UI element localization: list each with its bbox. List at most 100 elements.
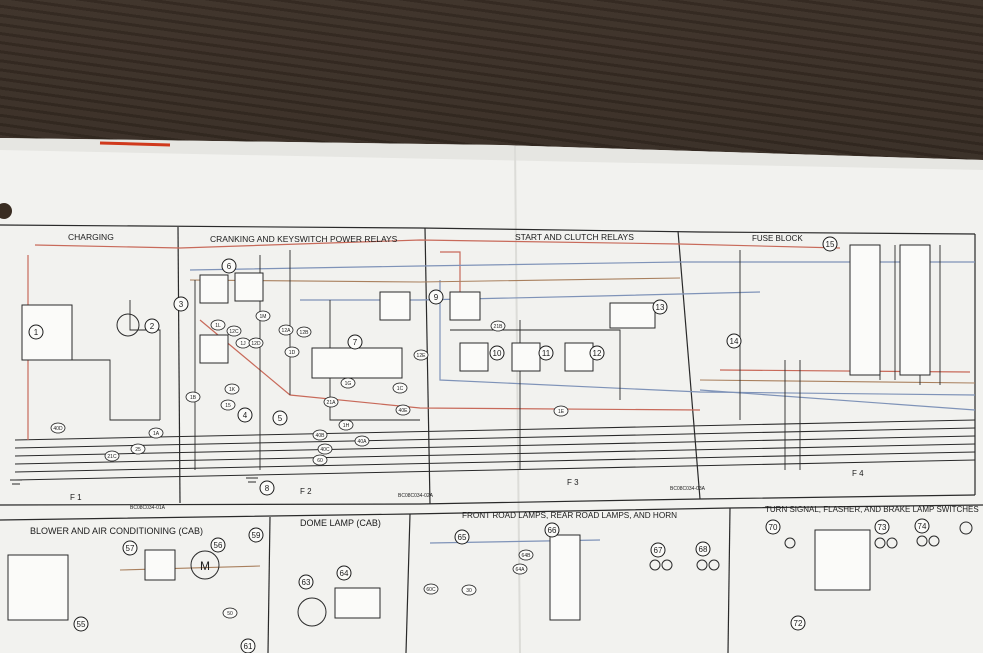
component-73: 73 — [874, 519, 890, 535]
wire-label-1j: 1J — [235, 337, 251, 349]
title-fuse-block: FUSE BLOCK — [752, 234, 803, 243]
wire-label-12b: 12B — [296, 326, 312, 338]
upper-panel-frame — [0, 224, 976, 506]
component-number: 12 — [593, 349, 602, 358]
wire-label-1c: 1C — [392, 382, 408, 394]
component-15: 15 — [822, 236, 838, 252]
wire-label-1m: 1M — [255, 310, 271, 322]
wire-label-text: 1G — [345, 381, 352, 387]
wire-label-15: 15 — [220, 399, 236, 411]
frame-f4: F 4 — [852, 469, 864, 478]
frame-f2: F 2 — [300, 487, 312, 496]
component-number: 66 — [548, 526, 557, 535]
component-number: 72 — [794, 619, 803, 628]
wire-label-text: 64B — [522, 553, 532, 559]
component-number: 56 — [214, 541, 223, 550]
wire-label-40d: 40D — [50, 422, 66, 434]
component-13: 13 — [652, 299, 668, 315]
wire-label-text: 40C — [320, 447, 330, 453]
component-4: 4 — [237, 407, 253, 423]
wire-label-21c: 21C — [104, 450, 120, 462]
component-number: 57 — [126, 544, 135, 553]
wire-label-text: 12C — [229, 329, 239, 335]
component-66: 66 — [544, 522, 560, 538]
wire-label-text: 21A — [327, 400, 337, 406]
title-start-clutch: START AND CLUTCH RELAYS — [515, 232, 634, 242]
wire-label-21b: 21B — [490, 320, 506, 332]
component-number: 70 — [769, 523, 778, 532]
ground-symbols — [10, 477, 258, 485]
frame-f3: F 3 — [567, 478, 579, 487]
component-65: 65 — [454, 529, 470, 545]
component-number: 6 — [227, 262, 232, 271]
paper-sheet — [0, 138, 983, 653]
component-2: 2 — [144, 318, 160, 334]
component-number: 55 — [77, 620, 86, 629]
dome-lamp-symbol — [297, 597, 327, 627]
paper-top-band — [0, 138, 983, 170]
component-number: 73 — [878, 523, 887, 532]
wire-label-1g: 1G — [340, 377, 356, 389]
wire-label-text: 30 — [466, 588, 472, 594]
wire-label-12e: 12E — [413, 349, 429, 361]
component-70: 70 — [765, 519, 781, 535]
wire-label-text: 64A — [516, 567, 526, 573]
wire-label-1b: 1B — [185, 391, 201, 403]
component-14: 14 — [726, 333, 742, 349]
component-72: 72 — [790, 615, 806, 631]
wire-label-text: 60C — [426, 587, 436, 593]
component-57: 57 — [122, 540, 138, 556]
component-12: 12 — [589, 345, 605, 361]
wire-label-text: 1C — [397, 386, 404, 392]
wire-label-64b: 64B — [518, 549, 534, 561]
component-68: 68 — [695, 541, 711, 557]
component-number: 4 — [243, 411, 248, 420]
wire-label-1l: 1L — [210, 319, 226, 331]
component-number: 61 — [244, 642, 253, 651]
wire-label-text: 12D — [251, 341, 261, 347]
wire-label-text: 1H — [343, 423, 350, 429]
component-number: 10 — [493, 349, 502, 358]
wire-label-40b: 40B — [312, 429, 328, 441]
component-number: 1 — [34, 328, 39, 337]
component-67: 67 — [650, 542, 666, 558]
frame-f1: F 1 — [70, 493, 82, 502]
title-blower: BLOWER AND AIR CONDITIONING (CAB) — [30, 526, 203, 536]
wire-label-64a: 64A — [512, 563, 528, 575]
drawing-code-2: BC08C034-02A — [398, 493, 434, 499]
component-74: 74 — [914, 518, 930, 534]
component-number: 59 — [252, 531, 261, 540]
component-number: 13 — [656, 303, 665, 312]
component-61: 61 — [240, 638, 256, 653]
wire-label-text: 40E — [399, 408, 409, 414]
wire-label-30: 30 — [461, 584, 477, 596]
component-6: 6 — [221, 258, 237, 274]
component-number: 65 — [458, 533, 467, 542]
wire-label-text: 25 — [135, 447, 141, 453]
component-59: 59 — [248, 527, 264, 543]
component-number: 63 — [302, 578, 311, 587]
alternator-symbol — [116, 313, 140, 337]
wire-label-text: 21C — [107, 454, 117, 460]
wire-label-50: 50 — [222, 607, 238, 619]
component-number: 5 — [278, 414, 283, 423]
wire-label-text: 40D — [53, 426, 63, 432]
wire-label-text: 1A — [153, 431, 160, 437]
component-3: 3 — [173, 296, 189, 312]
wire-label-60: 60 — [312, 454, 328, 466]
wire-label-text: 1J — [240, 341, 246, 347]
component-number: 74 — [918, 522, 927, 531]
wire-label-40e: 40E — [395, 404, 411, 416]
wire-label-text: 1E — [558, 409, 565, 415]
wire-label-1h: 1H — [338, 419, 354, 431]
drawing-code-3: BC08C034-03A — [670, 486, 706, 492]
title-dome: DOME LAMP (CAB) — [300, 518, 381, 528]
component-number: 3 — [179, 300, 184, 309]
component-1: 1 — [28, 324, 44, 340]
title-turn-signal: TURN SIGNAL, FLASHER, AND BRAKE LAMP SWI… — [765, 505, 979, 514]
wire-label-text: 40B — [316, 433, 326, 439]
wire-label-25: 25 — [130, 443, 146, 455]
